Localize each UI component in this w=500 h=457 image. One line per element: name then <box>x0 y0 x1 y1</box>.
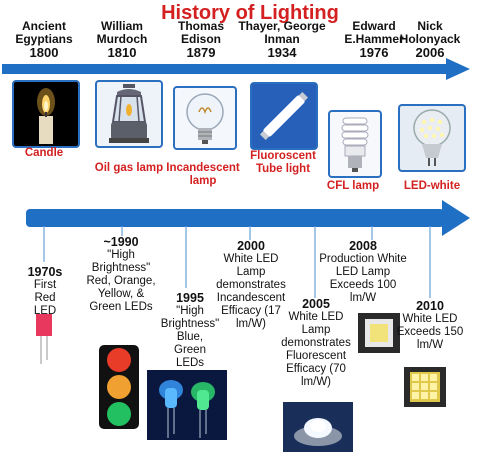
lamp-label: Candle <box>24 147 64 159</box>
lamp-label: Oil gas lamp <box>94 162 164 174</box>
page-title: History of Lighting <box>161 2 339 24</box>
milestone-2008: 2008 Production White LED Lamp Exceeds 1… <box>319 239 407 305</box>
lamp-label: Fluoroscent Tube light <box>250 150 316 175</box>
milestone-2005: 2005 White LED Lamp demonstrates Fluores… <box>281 297 351 389</box>
top-timeline-arrow <box>2 58 470 80</box>
milestone-1990: ~1990 "High Brightness" Red, Orange, Yel… <box>86 235 156 314</box>
milestone-2010: 2010 White LED Exceeds 150 lm/W <box>396 299 464 352</box>
blue-green-led-icon <box>147 370 227 440</box>
lamp-label: CFL lamp <box>326 180 380 192</box>
red-led-icon <box>36 314 52 364</box>
fluorescent-tube-icon <box>250 82 318 150</box>
oil-lamp-icon <box>95 80 163 148</box>
lamp-label: Incandescent lamp <box>166 162 240 187</box>
led-array-icon <box>404 367 446 407</box>
milestone-2000: 2000 White LED Lamp demonstrates Incande… <box>216 239 286 331</box>
power-led-icon <box>283 402 353 452</box>
milestone-connectors <box>43 226 431 298</box>
incandescent-bulb-icon <box>173 86 237 150</box>
lamp-label: LED-white <box>403 180 461 192</box>
cfl-lamp-icon <box>328 110 382 178</box>
candle-icon <box>12 80 80 148</box>
traffic-light-icon <box>99 345 139 429</box>
led-bulb-icon <box>398 104 466 172</box>
led-timeline-arrow <box>26 200 470 236</box>
milestone-1995: 1995 "High Brightness" Blue, Green LEDs <box>160 291 220 370</box>
led-chip-icon <box>358 313 400 353</box>
